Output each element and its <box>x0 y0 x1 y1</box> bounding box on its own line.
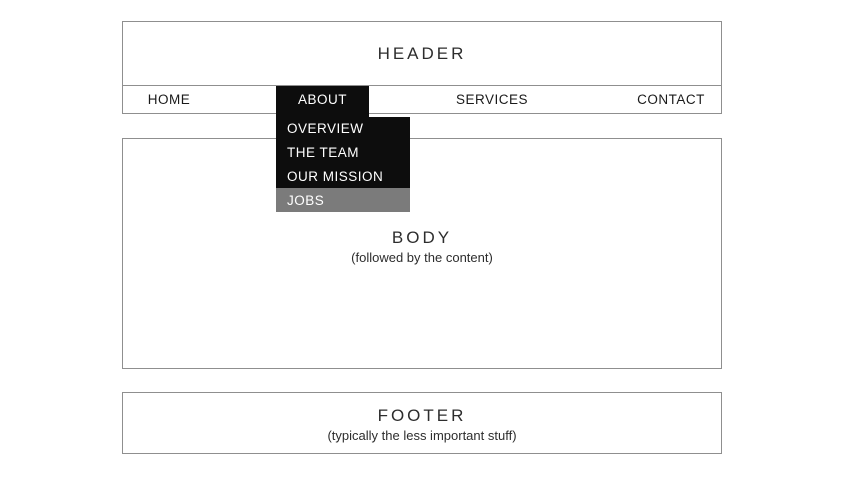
footer-section: FOOTER (typically the less important stu… <box>122 392 722 454</box>
footer-title: FOOTER <box>377 406 467 425</box>
body-title: BODY <box>391 228 453 247</box>
nav-item-about[interactable]: ABOUT <box>276 86 369 117</box>
dropdown-item-jobs[interactable]: JOBS <box>276 188 410 212</box>
nav-bar: HOME ABOUT SERVICES CONTACT <box>122 86 722 117</box>
header-section: HEADER <box>122 21 722 86</box>
nav-item-services[interactable]: SERVICES <box>455 92 529 107</box>
dropdown-item-overview[interactable]: OVERVIEW <box>287 121 364 137</box>
dropdown-item-the-team[interactable]: THE TEAM <box>287 145 360 161</box>
body-subtitle: (followed by the content) <box>351 250 493 265</box>
dropdown-item-our-mission[interactable]: OUR MISSION <box>287 168 384 184</box>
body-section: BODY (followed by the content) <box>122 138 722 369</box>
footer-subtitle: (typically the less important stuff) <box>327 428 517 443</box>
header-title: HEADER <box>377 44 467 63</box>
nav-item-contact[interactable]: CONTACT <box>637 92 705 107</box>
nav-item-home[interactable]: HOME <box>147 92 191 107</box>
about-dropdown-menu: OVERVIEW THE TEAM OUR MISSION JOBS <box>276 117 410 212</box>
